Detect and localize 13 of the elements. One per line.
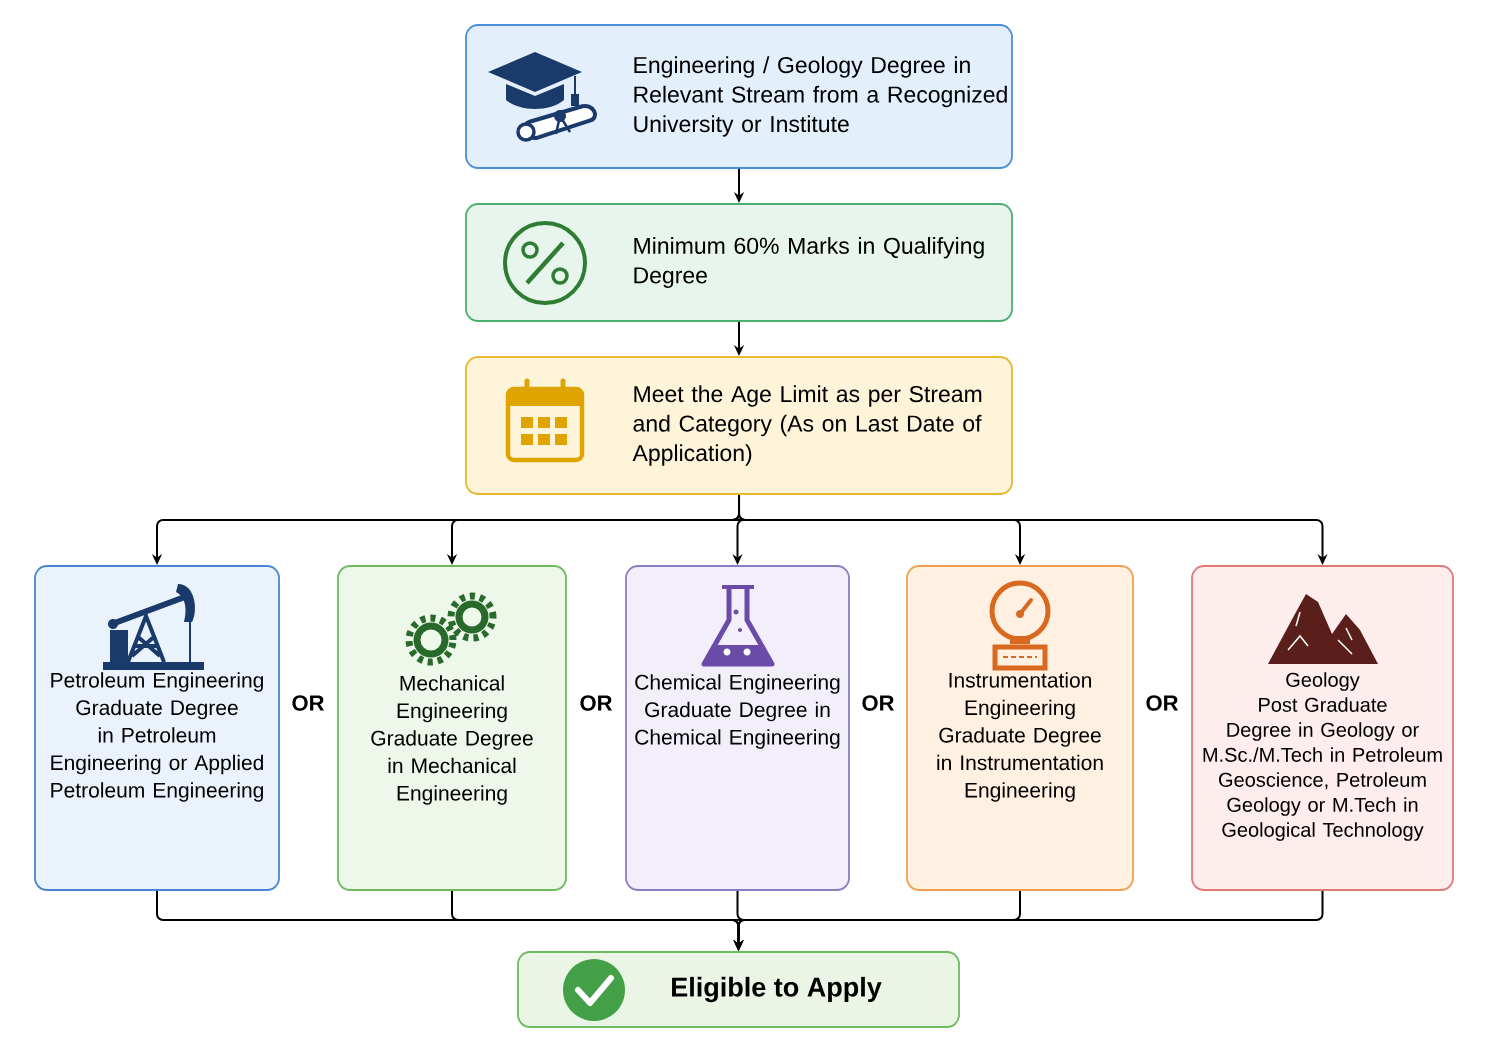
or-label: OR: [292, 695, 325, 711]
result-box: Eligible to Apply: [517, 951, 960, 1028]
or-label: OR: [862, 695, 895, 711]
degree-box: Mechanical Engineering Graduate Degree in Mechanical Engineering: [337, 565, 567, 891]
or-label: OR: [580, 695, 613, 711]
degree-box: Instrumentation Engineering Graduate Degree in Instrumentation Engineering: [906, 565, 1134, 891]
degree-box: Geology Post Graduate Degree in Geology or M.Sc./M.Tech in Petroleum Geoscience, Petroleum Geology or M.Tech in Geological Technology: [1191, 565, 1454, 891]
or-label: OR: [1146, 695, 1179, 711]
requirement-box: Minimum 60% Marks in Qualifying Degree: [465, 203, 1013, 322]
degree-box: Petroleum Engineering Graduate Degree in Petroleum Engineering or Applied Petroleum Engineering: [34, 565, 280, 891]
degree-box: Chemical Engineering Graduate Degree in Chemical Engineering: [625, 565, 850, 891]
requirement-box: Meet the Age Limit as per Stream and Category (As on Last Date of Application): [465, 356, 1013, 495]
requirement-box: Engineering / Geology Degree in Relevant Stream from a Recognized University or Institute: [465, 24, 1013, 169]
